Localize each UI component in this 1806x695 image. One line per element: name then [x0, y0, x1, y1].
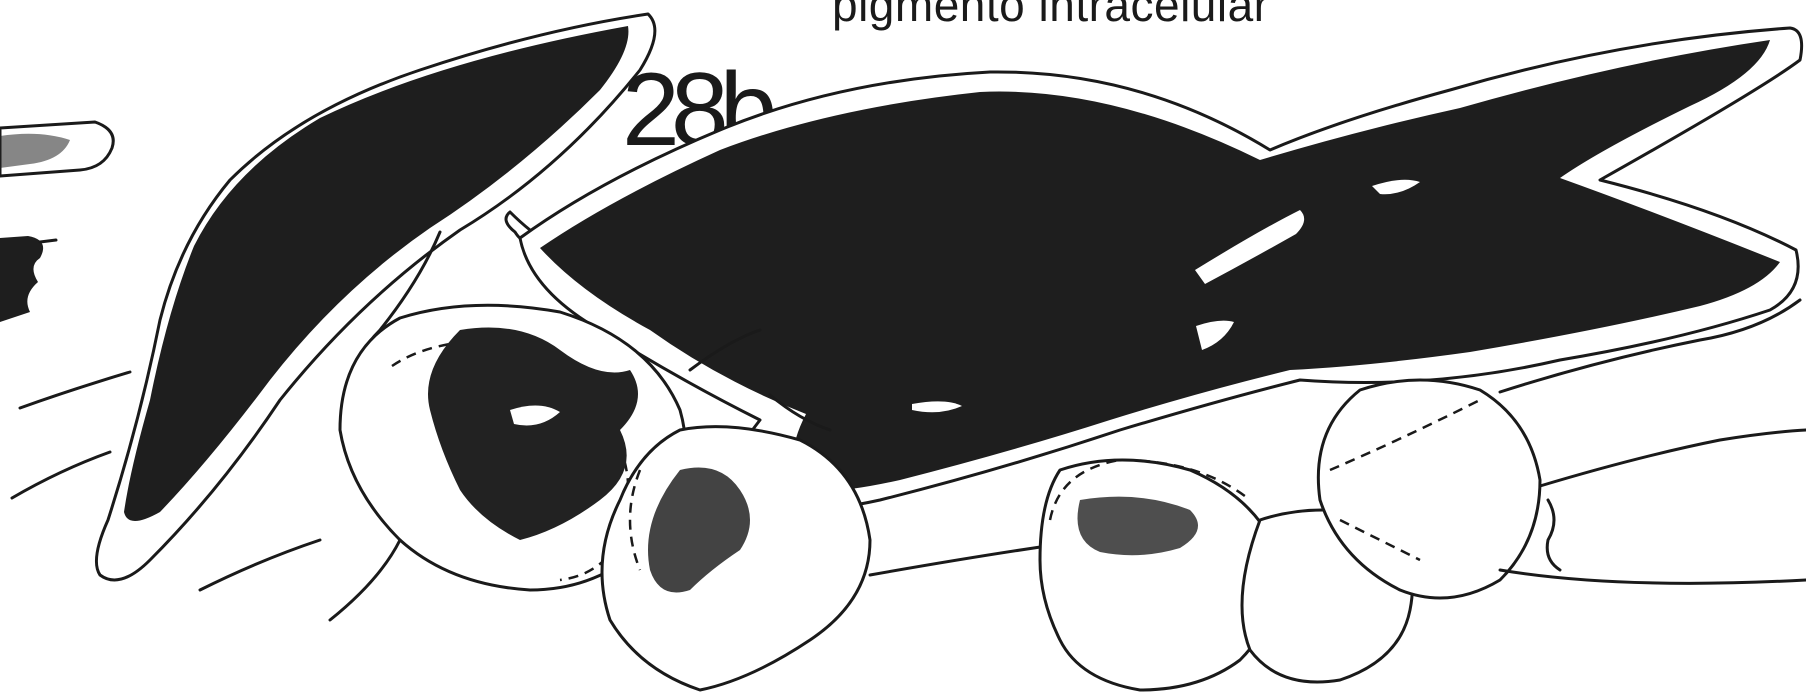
edge-pigment-fragment: [0, 236, 56, 322]
tissue-stroke: [12, 452, 110, 498]
cell-middle: [602, 427, 870, 690]
tissue-stroke: [200, 540, 320, 590]
tissue-stroke: [1540, 430, 1806, 486]
tissue-stroke: [20, 372, 130, 408]
tissue-stroke: [330, 540, 400, 620]
edge-cell-top: [0, 122, 113, 176]
tissue-stroke: [1500, 570, 1806, 583]
tissue-stroke: [1547, 500, 1560, 570]
